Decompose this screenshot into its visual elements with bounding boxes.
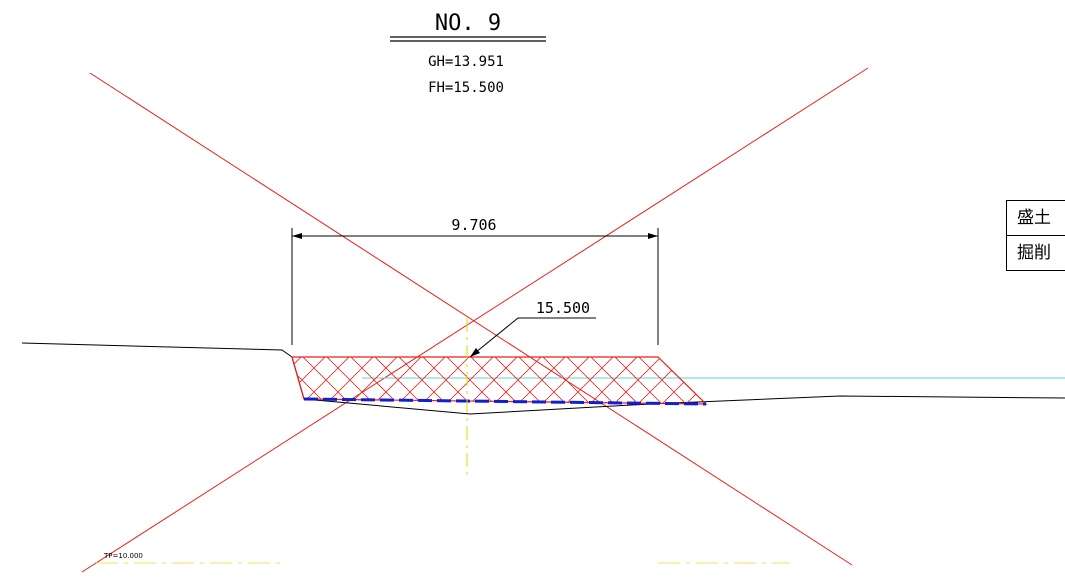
hatch-line: [776, 350, 836, 410]
hatch-line: [655, 357, 706, 404]
cross-line-2: [81, 67, 869, 573]
formation-height-text: FH=15.500: [428, 80, 504, 96]
hatch-line: [200, 350, 260, 410]
legend-table: 盛土 掘削: [1006, 200, 1065, 271]
elevation-leader: [469, 317, 596, 358]
legend-item-fill: 盛土: [1007, 201, 1065, 236]
hatch-line: [463, 357, 525, 404]
hatch-line: [776, 350, 836, 410]
leader-arrow: [470, 348, 480, 357]
datum-label: TP=10.000: [103, 552, 143, 560]
ground-line: [21, 342, 1065, 415]
hatch-line: [292, 357, 309, 404]
hatch-line: [224, 350, 284, 410]
hatch-line: [224, 350, 284, 410]
hatch-line: [607, 357, 669, 404]
legend-item-excavation: 掘削: [1007, 236, 1065, 271]
hatch-line: [583, 357, 645, 404]
station-title: NO. 9: [435, 11, 501, 36]
dim-arrow-right: [648, 233, 658, 239]
hatch-line: [728, 350, 788, 410]
hatch-line: [511, 357, 573, 404]
dim-arrow-left: [292, 233, 302, 239]
excavation-line: [303, 397, 707, 406]
hatch-line: [679, 357, 706, 404]
width-dimension-label: 9.706: [451, 216, 496, 234]
hatch-line: [752, 350, 812, 410]
hatch-line: [752, 350, 812, 410]
hatch-line: [292, 357, 333, 404]
cross-line-1: [89, 72, 853, 566]
hatch-line: [728, 350, 788, 410]
hatch-line: [559, 357, 621, 404]
elevation-label: 15.500: [536, 299, 590, 317]
hatch-line: [200, 350, 260, 410]
hatch-line: [535, 357, 597, 404]
ground-height-text: GH=13.951: [428, 54, 504, 70]
